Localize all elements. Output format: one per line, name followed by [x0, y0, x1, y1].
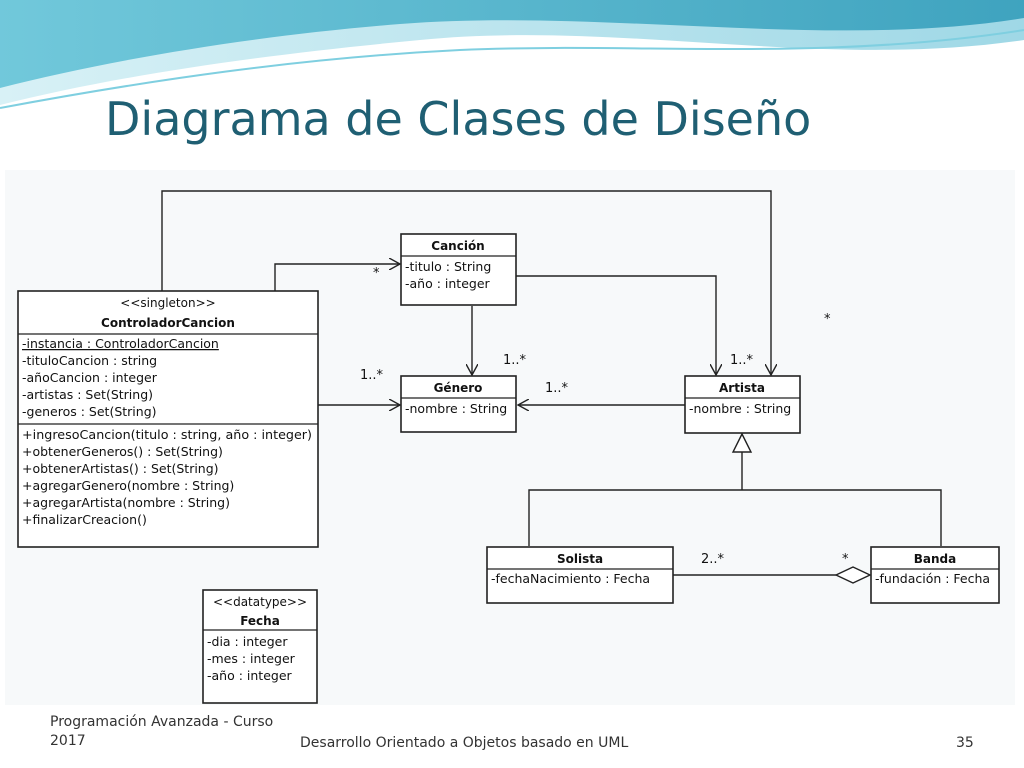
class-attribute: -mes : integer — [207, 651, 296, 666]
mult-artista-genero: 1..* — [545, 381, 569, 396]
class-name: Fecha — [240, 614, 280, 628]
class-attribute: -artistas : Set(String) — [22, 387, 153, 402]
banner-wave-dark — [0, 0, 1024, 88]
class-artista: Artista -nombre : String — [684, 375, 801, 434]
class-name: Artista — [719, 381, 765, 395]
generalization-banda — [742, 489, 942, 546]
aggregation-diamond — [834, 566, 872, 584]
class-cancion: Canción -titulo : String -año : integer — [400, 233, 517, 306]
class-operation: +obtenerArtistas() : Set(String) — [22, 461, 219, 476]
class-fecha: <<datatype>> Fecha -dia : integer -mes :… — [202, 589, 318, 704]
class-operation: +obtenerGeneros() : Set(String) — [22, 444, 223, 459]
class-attribute: -nombre : String — [689, 401, 791, 416]
page-number: 35 — [956, 735, 974, 751]
class-operation: +agregarGenero(nombre : String) — [22, 478, 234, 493]
class-attribute: -añoCancion : integer — [22, 370, 158, 385]
class-name: Género — [434, 381, 483, 395]
footer-course-line2: 2017 — [50, 733, 86, 749]
class-operation: +finalizarCreacion() — [22, 512, 147, 527]
class-name: Solista — [557, 552, 603, 566]
class-name: ControladorCancion — [101, 316, 235, 330]
footer-course: Programación Avanzada - Curso 2017 — [50, 714, 273, 749]
footer-course-line1: Programación Avanzada - Curso — [50, 714, 274, 730]
class-operation: +ingresoCancion(titulo : string, año : i… — [22, 427, 312, 442]
class-operation: +agregarArtista(nombre : String) — [22, 495, 230, 510]
class-attribute: -nombre : String — [405, 401, 507, 416]
class-stereotype: <<singleton>> — [120, 296, 215, 310]
class-attribute: -dia : integer — [207, 634, 288, 649]
class-name: Canción — [431, 239, 484, 253]
slide-title: Diagrama de Clases de Diseño — [105, 92, 812, 146]
class-genero: Género -nombre : String — [400, 375, 517, 433]
class-attribute: -fechaNacimiento : Fecha — [491, 571, 650, 586]
class-attribute: -tituloCancion : string — [22, 353, 157, 368]
class-name: Banda — [914, 552, 956, 566]
mult-aggregation-banda: * — [842, 552, 849, 567]
banner-wave-line — [0, 29, 1024, 109]
assoc-controlador-artista — [161, 190, 771, 375]
footer-subject: Desarrollo Orientado a Objetos basado en… — [300, 735, 629, 751]
class-attribute: -fundación : Fecha — [875, 571, 990, 586]
assoc-cancion-artista — [516, 275, 716, 375]
mult-cancion-artista: 1..* — [730, 353, 754, 368]
mult-controlador-artista: * — [824, 312, 831, 327]
class-stereotype: <<datatype>> — [213, 595, 307, 609]
class-controlador-cancion: <<singleton>> ControladorCancion -instan… — [17, 290, 319, 548]
mult-controlador-genero: 1..* — [360, 368, 384, 383]
mult-aggregation-solista: 2..* — [701, 552, 725, 567]
class-banda: Banda -fundación : Fecha — [870, 546, 1000, 604]
class-solista: Solista -fechaNacimiento : Fecha — [486, 546, 674, 604]
class-attribute: -titulo : String — [405, 259, 491, 274]
generalization-triangle — [731, 432, 753, 453]
generalization-solista — [528, 489, 742, 546]
header-banner — [0, 0, 1024, 109]
class-attribute: -año : integer — [405, 276, 491, 291]
class-attribute: -generos : Set(String) — [22, 404, 157, 419]
mult-cancion-genero: 1..* — [503, 353, 527, 368]
class-attribute: -año : integer — [207, 668, 293, 683]
mult-controlador-cancion: * — [373, 266, 380, 281]
class-attribute: -instancia : ControladorCancion — [22, 336, 219, 351]
assoc-controlador-cancion — [274, 264, 400, 291]
